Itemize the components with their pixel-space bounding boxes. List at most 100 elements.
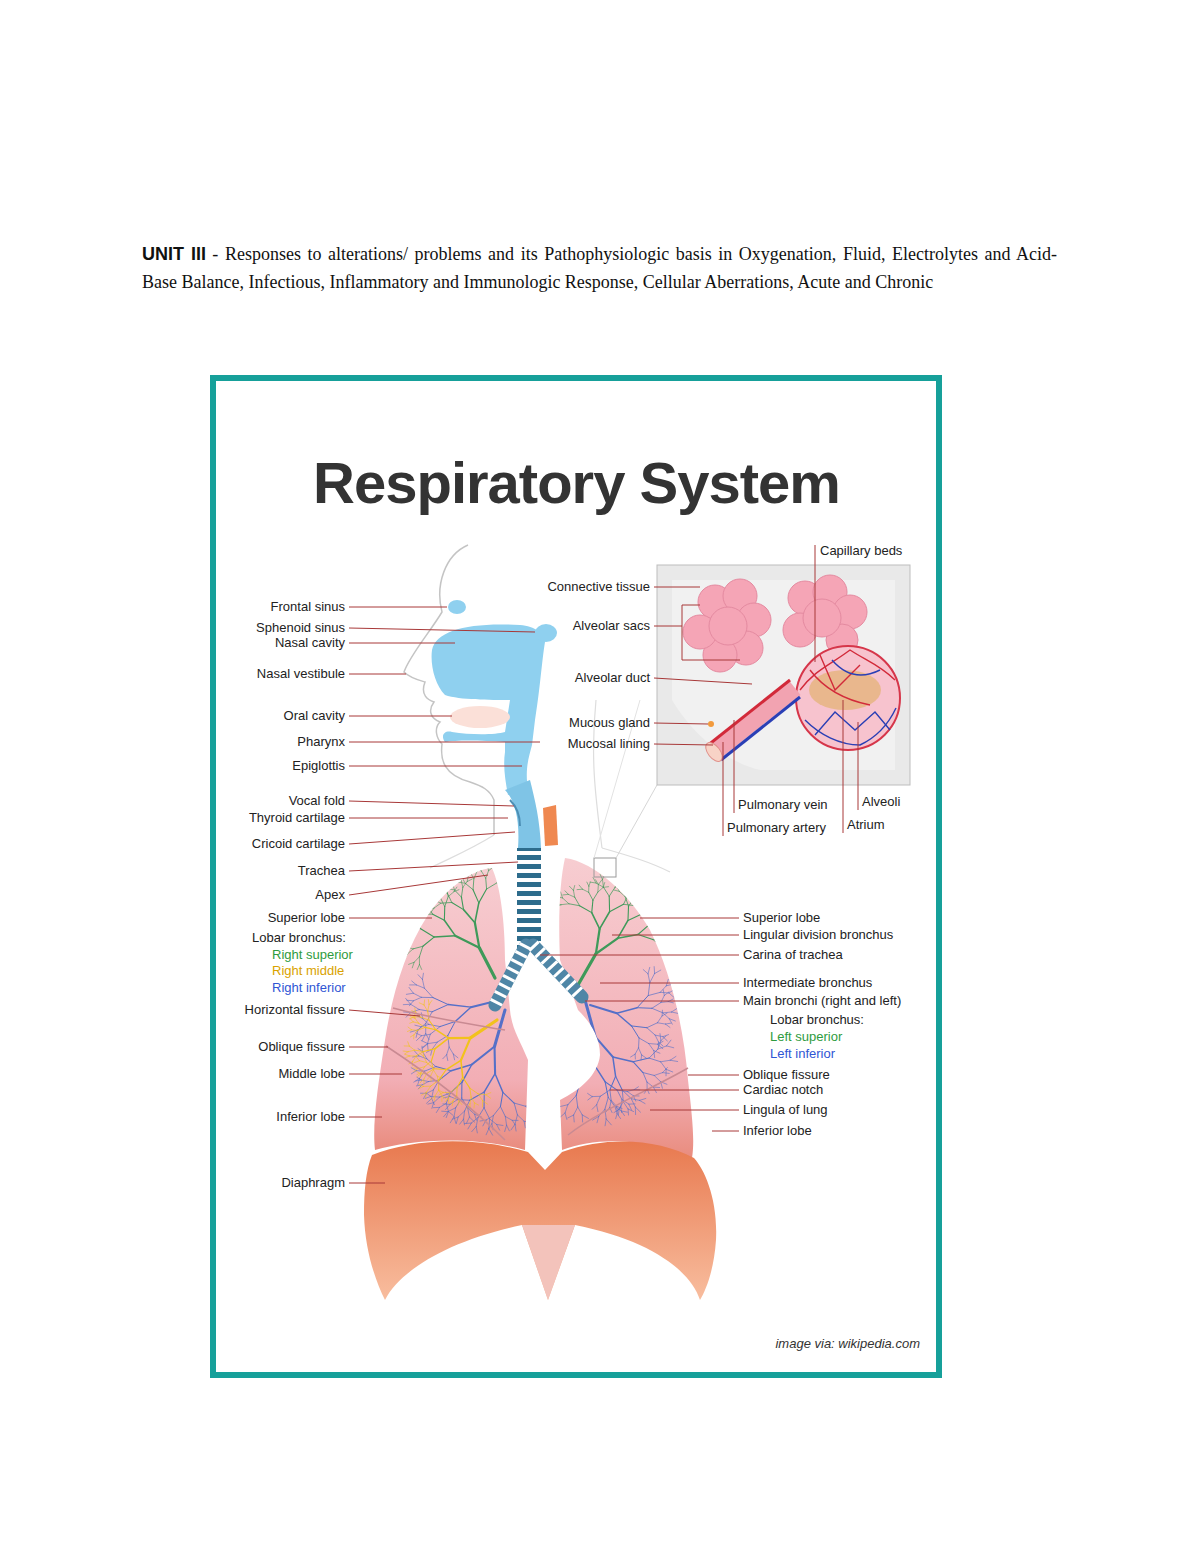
bronchiole-branch <box>439 1090 442 1096</box>
bronchiole-branch <box>442 1111 448 1112</box>
bronchiole-branch <box>414 957 419 962</box>
bronchiole-branch <box>649 914 654 925</box>
bronchiole-branch <box>445 897 448 907</box>
bronchiole-branch <box>589 882 591 886</box>
leader-line <box>688 1075 739 1076</box>
bronchiole-branch <box>412 907 414 912</box>
bronchiole-branch <box>598 887 603 892</box>
bronchiole-branch <box>653 898 656 905</box>
bronchiole-branch <box>468 1108 470 1117</box>
bronchiole-branch <box>435 1038 449 1048</box>
leader-line <box>682 605 740 660</box>
bronchiole-branch <box>671 1012 678 1013</box>
bronchiole-branch <box>603 887 609 896</box>
bronchiole-branch <box>433 1070 437 1076</box>
bronchiole-branch <box>474 1103 475 1108</box>
bronchiole-branch <box>403 1004 410 1005</box>
bronchiole-branch <box>427 899 433 900</box>
bronchiole-branch <box>600 1090 610 1096</box>
leader-line <box>654 587 700 588</box>
bronchiole-branch <box>659 918 665 923</box>
poster-frame <box>213 378 939 1375</box>
bronchiole-branch <box>497 881 506 882</box>
fissure-line <box>393 1008 505 1030</box>
bronchiole-branch <box>563 898 569 904</box>
bronchiole-branch <box>429 1020 436 1029</box>
bronchiole-branch <box>615 880 617 888</box>
bronchiole-branch <box>414 1016 421 1017</box>
bronchiole-branch <box>479 889 487 903</box>
bronchiole-branch <box>424 1000 426 1005</box>
bronchiole-branch <box>632 1026 647 1028</box>
bronchiole-branch <box>471 1097 474 1103</box>
bronchiole-branch <box>615 883 621 888</box>
part-label: Left inferior <box>770 1046 835 1062</box>
bronchiole-branch <box>474 871 477 879</box>
bronchiole-branch <box>419 964 421 969</box>
bronchiole-branch <box>593 892 598 900</box>
bronchiole-branch <box>578 1107 583 1115</box>
bronchiole-branch <box>636 906 644 911</box>
bronchiole-branch <box>640 1098 646 1100</box>
bronchiole-branch <box>605 1097 608 1109</box>
part-label: Main bronchi (right and left) <box>743 993 901 1009</box>
bronchiole-branch <box>423 1079 424 1084</box>
bronchiole-branch <box>647 1023 658 1028</box>
leader-line <box>349 628 535 632</box>
bronchiole-branch <box>422 1033 425 1040</box>
atrium-shape <box>809 670 881 710</box>
bronchiole-branch <box>505 1125 507 1131</box>
bronchiole-branch <box>613 1057 616 1076</box>
bronchiole-branch <box>512 1120 515 1125</box>
bronchiole-branch <box>440 897 445 906</box>
part-label: Connective tissue <box>547 579 650 595</box>
bronchiole-branch <box>443 1055 447 1059</box>
bronchiole-branch <box>594 1064 606 1082</box>
bronchiole-branch <box>648 967 650 973</box>
unit-description: - Responses to alterations/ problems and… <box>142 244 1057 292</box>
unit-heading: UNIT III- Responses to alterations/ prob… <box>142 240 1057 296</box>
bronchiole-branch <box>662 1010 663 1016</box>
bronchiole-branch <box>517 1115 524 1121</box>
bronchiole-branch <box>461 1060 463 1077</box>
bronchiole-branch <box>431 1070 434 1076</box>
bronchiole-branch <box>466 1117 469 1123</box>
bronchiole-branch <box>557 897 563 898</box>
bronchiole-branch <box>424 914 433 915</box>
bronchiole-branch <box>446 1103 448 1111</box>
bronchiole-branch <box>505 1117 506 1126</box>
bronchiole-branch <box>427 893 430 898</box>
leader-line <box>815 545 816 662</box>
part-label: Atrium <box>847 817 885 833</box>
bronchiole-branch <box>658 1046 667 1049</box>
leader-line <box>349 818 508 819</box>
bronchiole-branch <box>655 970 661 973</box>
bronchiole-branch <box>409 926 421 928</box>
bronchiole-branch <box>555 904 561 905</box>
bronchiole-branch <box>431 1049 435 1061</box>
bronchiole-branch <box>476 1127 477 1133</box>
bronchiole-branch <box>602 879 604 887</box>
part-label: Alveolar duct <box>575 670 650 686</box>
part-label: Alveoli <box>862 794 900 810</box>
bronchiole-branch <box>648 992 660 995</box>
leader-line <box>349 643 455 644</box>
bronchiole-branch <box>635 889 636 897</box>
bronchiole-branch <box>628 1109 629 1115</box>
bronchiole-branch <box>497 1124 500 1130</box>
fissure-line <box>386 1046 505 1140</box>
bronchiole-branch <box>648 974 650 983</box>
bronchiole-branch <box>410 1035 414 1037</box>
bronchiole-branch <box>597 1105 598 1112</box>
bronchiole-branch <box>413 1056 417 1061</box>
bronchiole-branch <box>565 891 568 895</box>
bronchiole-branch <box>410 1022 414 1023</box>
bronchiole-branch <box>588 1093 593 1096</box>
bronchiole-branch <box>470 1097 471 1104</box>
bronchiole-branch <box>458 874 462 878</box>
bronchiole-branch <box>431 1061 433 1070</box>
leader-line <box>712 1131 739 1132</box>
bronchiole-branch <box>661 1060 671 1062</box>
shoulder-outline <box>430 835 494 868</box>
bronchiole-branch <box>545 1082 551 1083</box>
